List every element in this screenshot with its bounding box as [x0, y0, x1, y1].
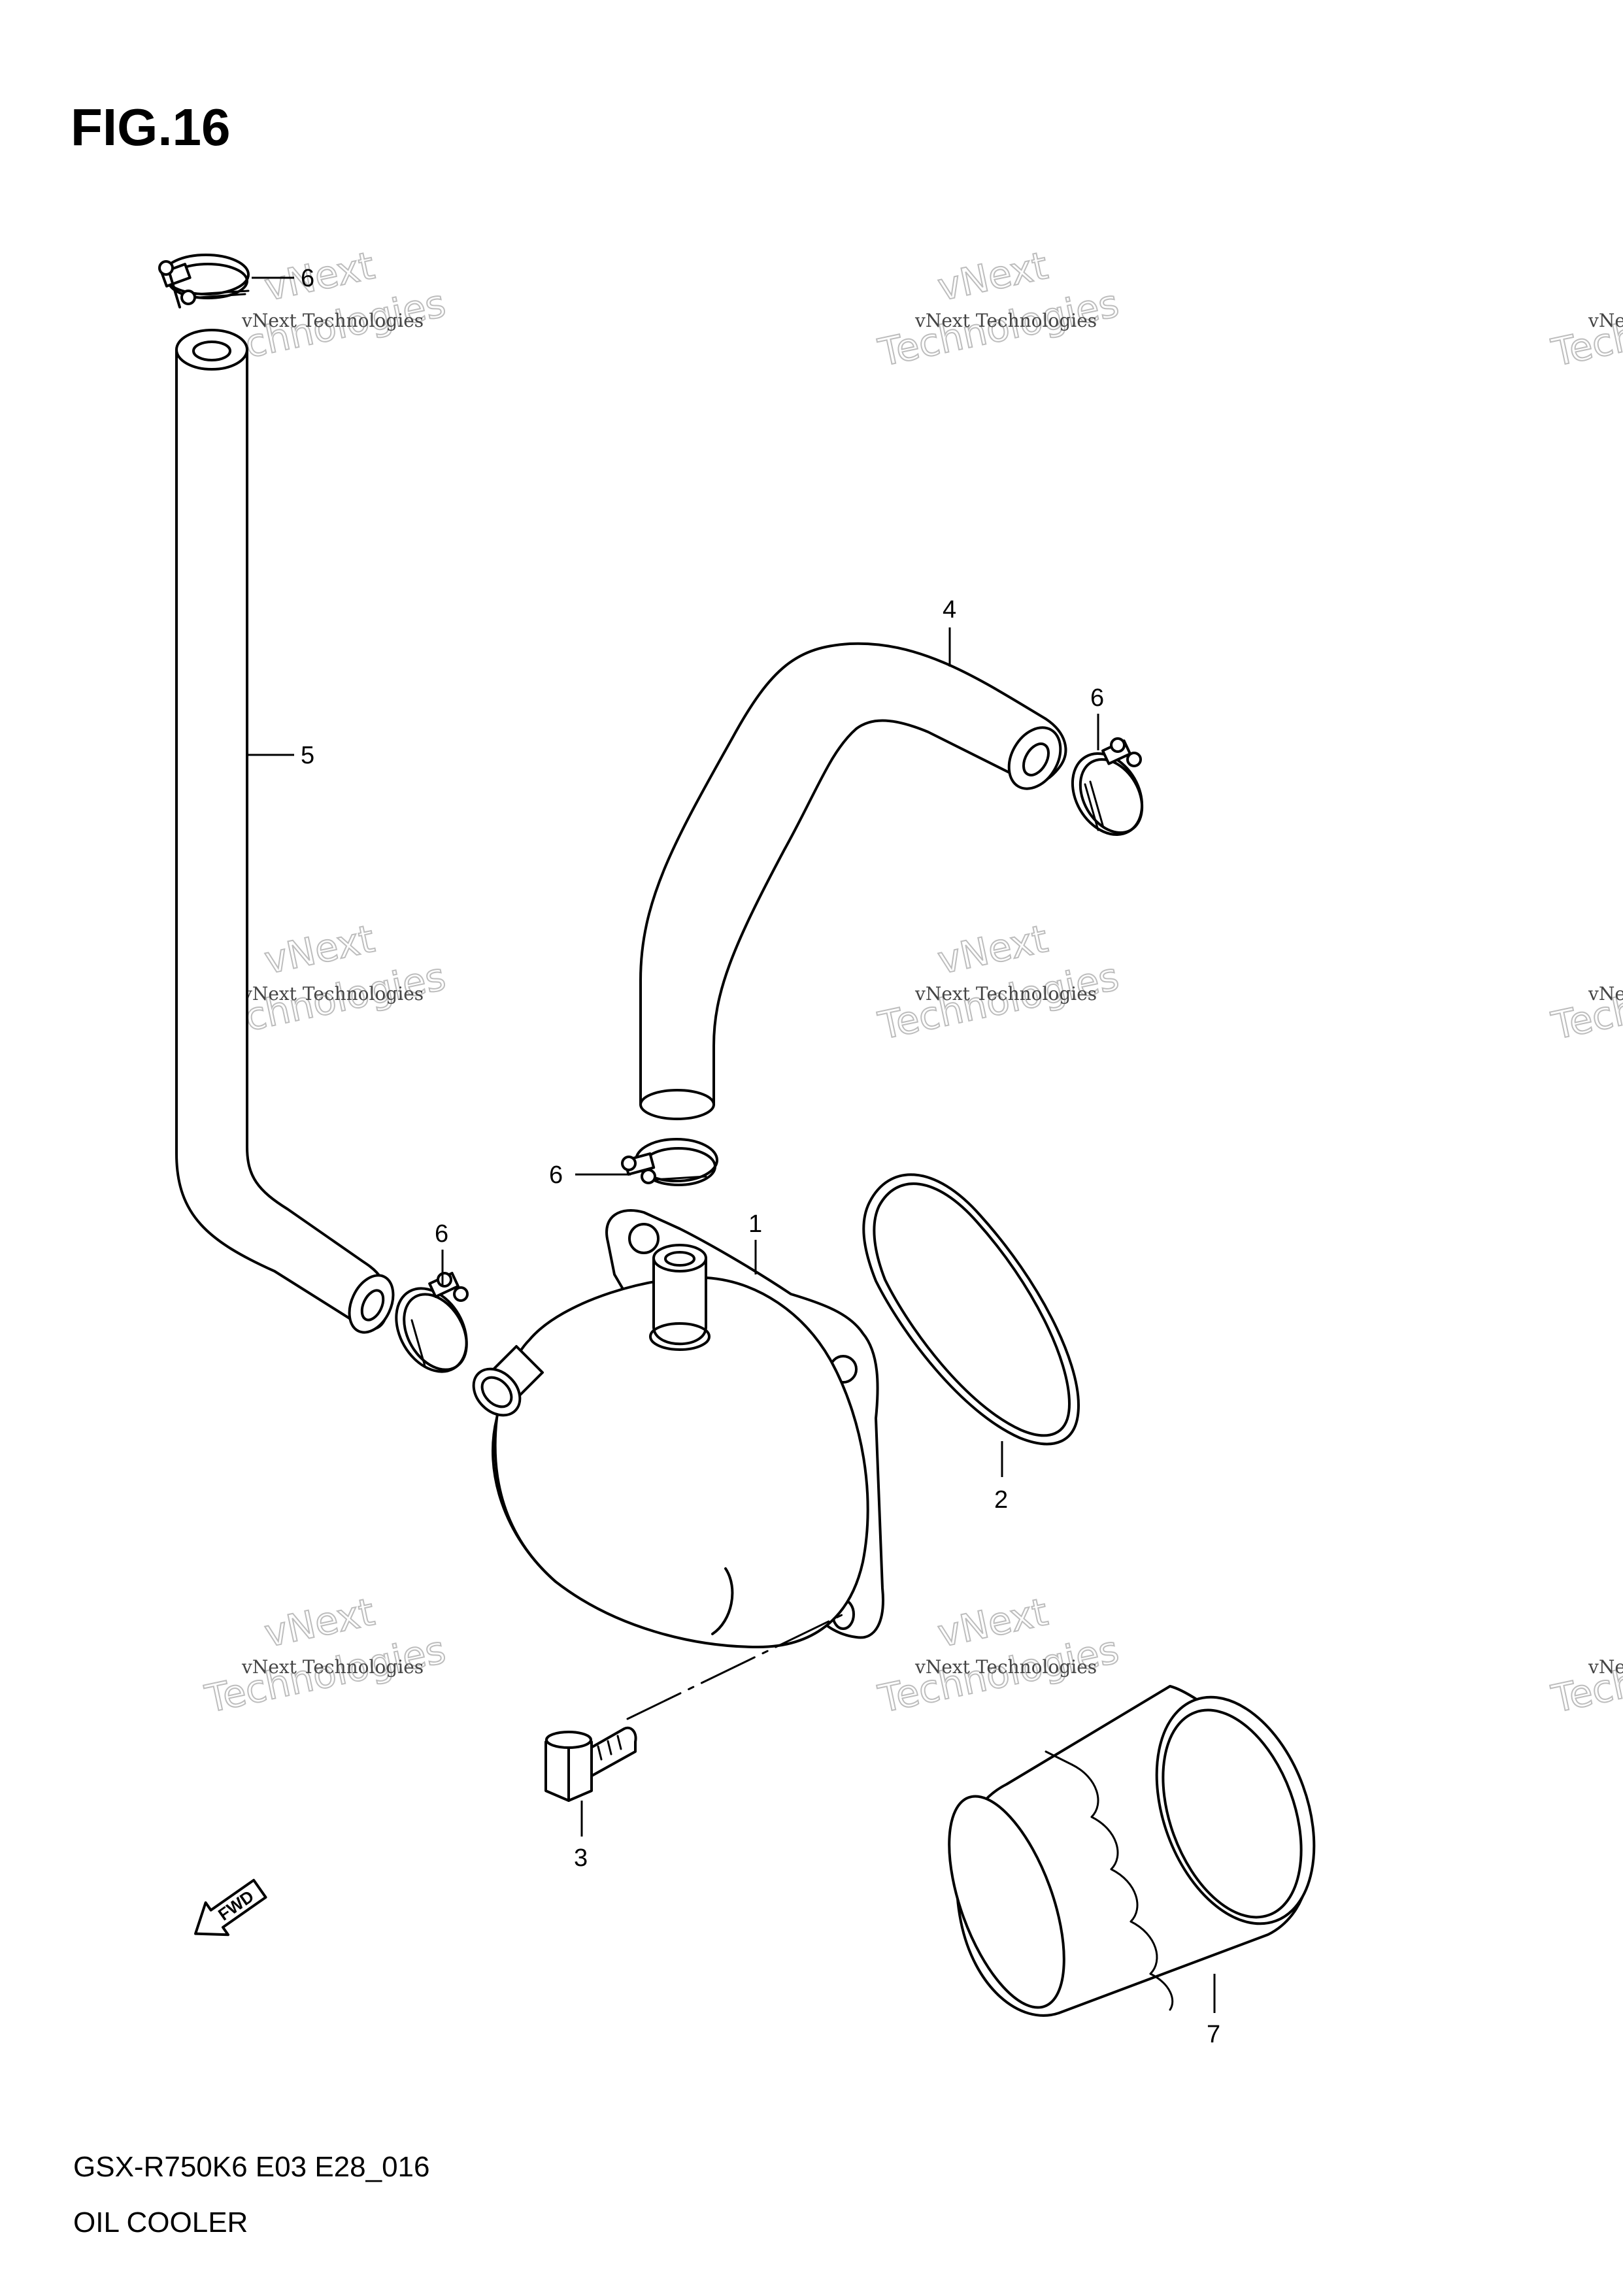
- callout-3: 3: [574, 1844, 588, 1872]
- watermark-small-text: vNext Technologies: [1588, 983, 1623, 1005]
- watermark-small-text: vNext Technologies: [1588, 1656, 1623, 1678]
- callout-2: 2: [994, 1486, 1008, 1514]
- part-6-clamp: [621, 1138, 718, 1186]
- callout-layer: 6 5 4 6 6 6 1 2 3 7: [247, 265, 1220, 2048]
- part-7-oil-filter: [948, 1685, 1316, 2017]
- watermark-small-text: vNext Technologies: [914, 1656, 1097, 1678]
- callout-7: 7: [1207, 2021, 1220, 2048]
- watermark: vNext Technologies vNext Technologies: [874, 242, 1124, 376]
- part-1-oil-cooler: [472, 1209, 884, 1648]
- watermark-small-text: vNext Technologies: [241, 1656, 424, 1678]
- watermark-small-text: vNext Technologies: [241, 983, 424, 1005]
- callout-1: 1: [748, 1210, 762, 1238]
- watermark: vNext Technologies vNext Technologies: [874, 916, 1124, 1049]
- part-3-bolt: [544, 1613, 845, 1802]
- callout-5: 5: [301, 742, 314, 769]
- callout-6: 6: [1090, 684, 1104, 712]
- watermark-small-text: vNext Technologies: [1588, 310, 1623, 331]
- callout-6: 6: [435, 1220, 448, 1248]
- part-6-clamp: [1071, 737, 1144, 836]
- callout-6: 6: [549, 1161, 563, 1189]
- callout-6: 6: [301, 265, 314, 292]
- watermark-small-text: vNext Technologies: [914, 310, 1097, 331]
- fwd-direction-arrow: FWD: [194, 1878, 267, 1937]
- watermark: Technologies vNext Technologies: [1547, 954, 1623, 1049]
- watermark-small-text: vNext Technologies: [914, 983, 1097, 1005]
- watermark-layer: vNext Technologies vNext Technologies vN…: [201, 242, 1623, 1722]
- model-code: GSX-R750K6 E03 E28_016: [73, 2151, 430, 2183]
- part-6-clamp: [158, 254, 250, 308]
- watermark: Technologies vNext Technologies: [1547, 280, 1623, 376]
- part-2-o-ring: [862, 1173, 1080, 1446]
- callout-4: 4: [943, 596, 956, 624]
- watermark-small-text: vNext Technologies: [241, 310, 424, 331]
- figure-caption: OIL COOLER: [73, 2206, 248, 2238]
- figure-title: FIG.16: [71, 98, 231, 156]
- watermark: vNext Technologies vNext Technologies: [201, 1589, 450, 1722]
- part-6-clamp: [395, 1272, 469, 1373]
- part-4-hose: [639, 642, 1067, 1120]
- watermark: vNext Technologies vNext Technologies: [874, 1589, 1124, 1722]
- watermark: Technologies vNext Technologies: [1547, 1627, 1623, 1722]
- part-5-hose: [175, 329, 395, 1334]
